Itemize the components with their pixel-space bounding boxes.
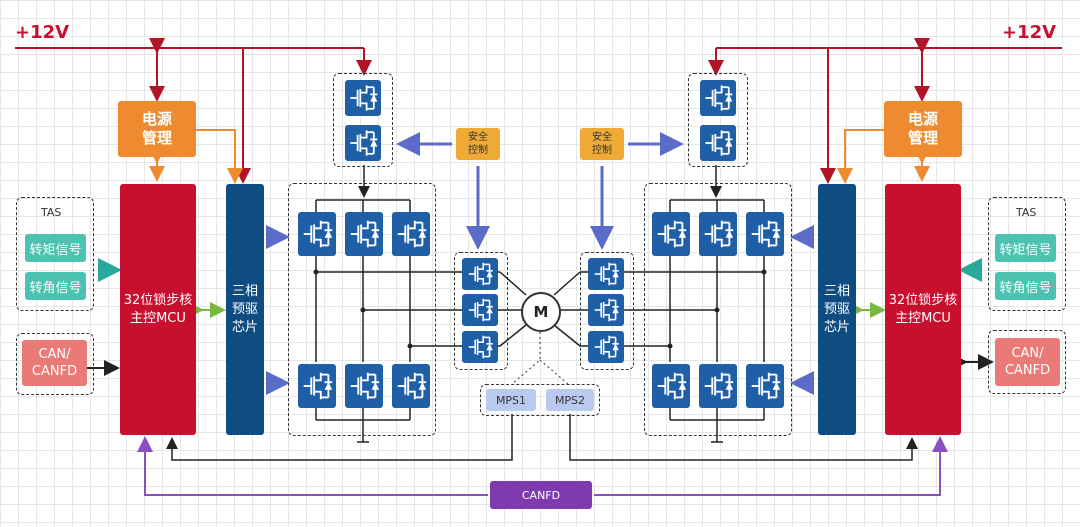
canfd-bus: CANFD (490, 481, 592, 509)
relay-switch-top-right (700, 80, 736, 116)
phase-switch-group-left (454, 252, 508, 370)
phase-switch-group-right (580, 252, 634, 370)
predriver-left: 三相 预驱 芯片 (226, 184, 264, 435)
phase-switch-right-1 (588, 258, 624, 290)
angle-signal-left: 转角信号 (25, 272, 86, 300)
phase-switch-left-2 (462, 294, 498, 326)
relay-switch-bottom-right (700, 125, 736, 161)
mosfet-high-right-1 (652, 212, 690, 256)
mosfet-high-left-2 (345, 212, 383, 256)
angle-signal-right: 转角信号 (995, 272, 1056, 300)
tas-title-right: TAS (1016, 206, 1037, 219)
mosfet-low-left-2 (345, 364, 383, 408)
mosfet-low-right-2 (699, 364, 737, 408)
mosfet-low-left-1 (298, 364, 336, 408)
torque-signal-left: 转矩信号 (25, 234, 86, 262)
mcu-left: 32位锁步核 主控MCU (120, 184, 196, 435)
mosfet-low-right-1 (652, 364, 690, 408)
mosfet-high-right-3 (746, 212, 784, 256)
can-group-right (988, 330, 1066, 394)
safety-control-left: 安全 控制 (456, 128, 500, 160)
mps2-sensor: MPS2 (546, 389, 594, 411)
supply-label-left: +12V (15, 22, 70, 43)
mps-group (480, 384, 600, 416)
mps1-sensor: MPS1 (486, 389, 536, 411)
torque-signal-right: 转矩信号 (995, 234, 1056, 262)
mosfet-low-left-3 (392, 364, 430, 408)
predriver-right: 三相 预驱 芯片 (818, 184, 856, 435)
inverter-bridge-right (644, 183, 792, 436)
mosfet-high-left-3 (392, 212, 430, 256)
can-interface-left: CAN/ CANFD (22, 340, 87, 386)
tas-group-right (988, 197, 1066, 311)
mosfet-low-right-3 (746, 364, 784, 408)
can-group-left (16, 333, 94, 395)
relay-switch-bottom-left (345, 125, 381, 161)
supply-label-right: +12V (1002, 22, 1057, 43)
phase-switch-right-2 (588, 294, 624, 326)
motor: M (521, 292, 561, 332)
mosfet-high-left-1 (298, 212, 336, 256)
relay-group-left (333, 73, 393, 167)
phase-switch-left-1 (462, 258, 498, 290)
power-management-right: 电源 管理 (884, 101, 962, 157)
phase-switch-left-3 (462, 331, 498, 363)
phase-switch-right-3 (588, 331, 624, 363)
power-management-left: 电源 管理 (118, 101, 196, 157)
inverter-bridge-left (288, 183, 436, 436)
mcu-right: 32位锁步核 主控MCU (885, 184, 961, 435)
tas-title-left: TAS (41, 206, 62, 219)
can-interface-right: CAN/ CANFD (995, 338, 1060, 386)
relay-group-right (688, 73, 748, 167)
safety-control-right: 安全 控制 (580, 128, 624, 160)
mosfet-high-right-2 (699, 212, 737, 256)
relay-switch-top-left (345, 80, 381, 116)
tas-group-left (16, 197, 94, 311)
